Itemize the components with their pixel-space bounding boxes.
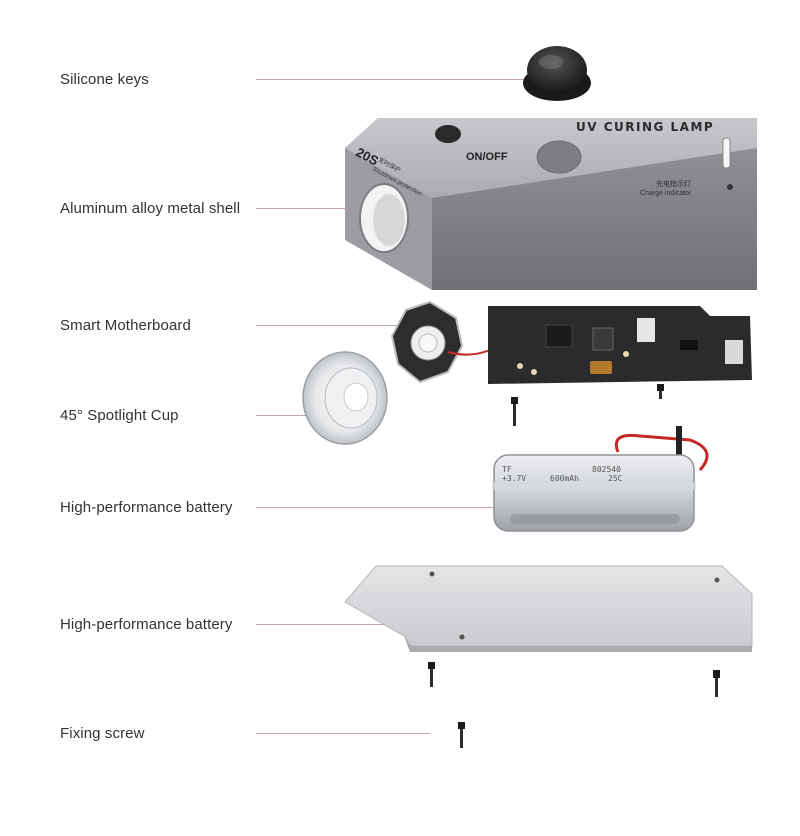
battery-label-voltage: +3.7V (502, 474, 526, 483)
battery-label-tf: TF (502, 465, 512, 474)
screw-board-left (511, 397, 518, 426)
silicone-key-part (523, 46, 591, 101)
leader-fixing-screw (256, 733, 430, 734)
label-spotlight-cup: 45° Spotlight Cup (60, 407, 179, 424)
leader-metal-shell (256, 208, 346, 209)
spotlight-cup-part (302, 351, 388, 445)
charge-en-text: Charge indicator (640, 190, 692, 197)
leader-spotlight-cup (256, 415, 316, 416)
label-bottom-plate: High-performance battery (60, 616, 233, 633)
label-metal-shell: Aluminum alloy metal shell (60, 200, 241, 217)
leader-silicone-keys (256, 79, 526, 80)
onoff-text: ON/OFF (466, 151, 508, 163)
screw-plate-right (713, 670, 720, 697)
leader-motherboard (256, 325, 406, 326)
screw-board-right (657, 384, 664, 399)
label-battery: High-performance battery (60, 499, 233, 516)
screw-plate-left (428, 662, 435, 687)
device-title: UV CURING LAMP (576, 120, 714, 134)
battery-label-model: 802540 (592, 465, 621, 474)
fixing-screw-part (458, 722, 465, 748)
label-motherboard: Smart Motherboard (60, 317, 191, 334)
leader-battery (256, 507, 496, 508)
label-silicone-keys: Silicone keys (60, 71, 149, 88)
bottom-plate-part (344, 565, 753, 652)
battery-label-capacity: 600mAh (550, 474, 579, 483)
led-star-board (390, 300, 491, 384)
metal-shell-part: UV CURING LAMP ON/OFF 充电指示灯 Charge indic… (345, 118, 757, 290)
battery-label-rate: 25C (608, 474, 623, 483)
leader-bottom-plate (256, 624, 406, 625)
charge-cn-text: 充电指示灯 (656, 179, 691, 188)
label-fixing-screw: Fixing screw (60, 725, 145, 742)
battery-part: TF 802540 +3.7V 600mAh 25C (492, 426, 709, 532)
motherboard-part (488, 306, 752, 384)
